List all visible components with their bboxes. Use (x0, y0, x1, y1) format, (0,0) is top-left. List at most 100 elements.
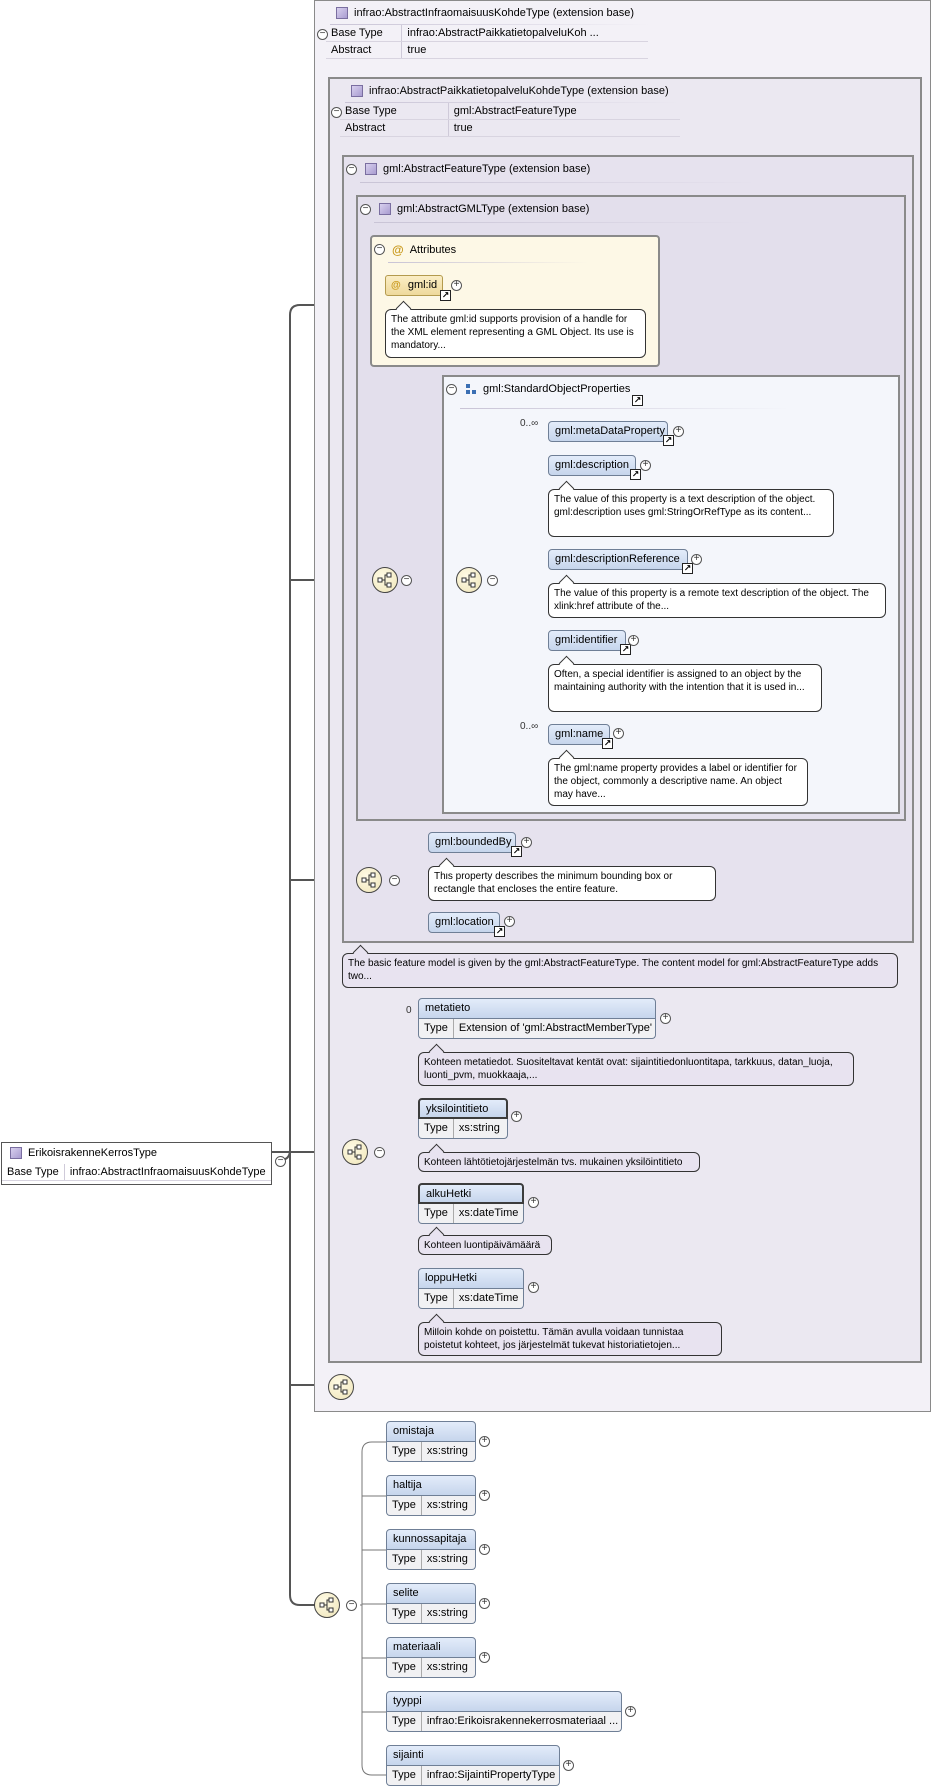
attribute-name: gml:id (407, 279, 438, 291)
expand-icon[interactable]: + (563, 1760, 574, 1771)
expand-icon[interactable]: + (613, 728, 624, 739)
extension-title: gml:AbstractFeatureType (extension base) (383, 163, 591, 175)
element-loppuhetki[interactable]: loppuHetki (418, 1268, 524, 1289)
expand-icon[interactable]: + (511, 1111, 522, 1122)
element-gml-identifier[interactable]: gml:identifier (548, 630, 626, 651)
expand-icon[interactable]: + (451, 280, 462, 291)
collapse-sequence-icon[interactable]: − (401, 575, 412, 586)
element-name: sijainti (393, 1749, 424, 1761)
type-row: Type infrao:Erikoisrakennekerrosmateriaal… (386, 1712, 622, 1732)
group-title: gml:StandardObjectProperties (483, 383, 631, 395)
expand-icon[interactable]: + (479, 1544, 490, 1555)
collapse-sequence-icon[interactable]: − (374, 1147, 385, 1158)
expand-icon[interactable]: + (479, 1490, 490, 1501)
collapse-sequence-icon[interactable]: − (346, 1600, 357, 1611)
type-value: infrao:Erikoisrakennekerrosmateriaal ... (426, 1715, 619, 1727)
element-sijainti[interactable]: sijainti (386, 1745, 560, 1766)
expand-icon[interactable]: + (521, 837, 532, 848)
element-gml-name[interactable]: gml:name (548, 724, 610, 745)
expand-icon[interactable]: + (628, 635, 639, 646)
link-arrow-icon[interactable]: ↗ (620, 644, 631, 655)
collapse-group-icon[interactable]: − (446, 384, 457, 395)
element-name: materiaali (393, 1641, 441, 1653)
element-name: kunnossapitaja (393, 1533, 467, 1545)
element-selite[interactable]: selite (386, 1583, 476, 1604)
element-gml-boundedby[interactable]: gml:boundedBy (428, 832, 516, 853)
element-metatieto[interactable]: metatieto (418, 998, 656, 1019)
expand-icon[interactable]: + (479, 1598, 490, 1609)
attribute-gml-id[interactable]: @ gml:id (385, 275, 443, 296)
complex-type-icon (10, 1147, 22, 1159)
collapse-sequence-icon[interactable]: − (487, 575, 498, 586)
element-description-note: The value of this property is a text des… (548, 489, 834, 537)
link-arrow-icon[interactable]: ↗ (632, 395, 643, 406)
sequence-compositor-icon[interactable] (314, 1592, 340, 1618)
type-label: Type (387, 1712, 422, 1731)
sequence-compositor-icon[interactable] (328, 1374, 354, 1400)
link-arrow-icon[interactable]: ↗ (630, 469, 641, 480)
attributes-title: Attributes (409, 244, 457, 256)
element-omistaja[interactable]: omistaja (386, 1421, 476, 1442)
collapse-attributes-icon[interactable]: − (374, 244, 385, 255)
element-name: alkuHetki (426, 1188, 472, 1200)
element-kunnossapitaja[interactable]: kunnossapitaja (386, 1529, 476, 1550)
element-gml-description[interactable]: gml:description (548, 455, 636, 476)
expand-icon[interactable]: + (660, 1013, 671, 1024)
expand-icon[interactable]: + (673, 426, 684, 437)
type-value: xs:dateTime (458, 1292, 519, 1304)
collapse-root-icon[interactable]: − (275, 1156, 286, 1167)
element-tyyppi[interactable]: tyyppi (386, 1691, 622, 1712)
element-yksilointitieto[interactable]: yksilointitieto (418, 1098, 508, 1119)
sequence-compositor-icon[interactable] (356, 867, 382, 893)
expand-icon[interactable]: + (479, 1652, 490, 1663)
expand-icon[interactable]: + (640, 460, 651, 471)
collapse-ext3-icon[interactable]: − (346, 164, 357, 175)
expand-icon[interactable]: + (479, 1436, 490, 1447)
element-materiaali[interactable]: materiaali (386, 1637, 476, 1658)
base-type-value: infrao:AbstractInfraomaisuusKohdeType (64, 1164, 271, 1181)
type-label: Type (419, 1119, 454, 1138)
link-arrow-icon[interactable]: ↗ (602, 738, 613, 749)
collapse-ext4-icon[interactable]: − (360, 204, 371, 215)
expand-icon[interactable]: + (528, 1197, 539, 1208)
element-name: gml:metaDataProperty (555, 425, 666, 437)
type-value: xs:string (426, 1553, 468, 1565)
element-identifier-note: Often, a special identifier is assigned … (548, 664, 822, 712)
element-name-note: The gml:name property provides a label o… (548, 758, 808, 806)
link-arrow-icon[interactable]: ↗ (511, 846, 522, 857)
sequence-compositor-icon[interactable] (342, 1139, 368, 1165)
link-arrow-icon[interactable]: ↗ (440, 290, 451, 301)
base-type-value: gml:AbstractFeatureType (448, 103, 680, 120)
link-arrow-icon[interactable]: ↗ (663, 435, 674, 446)
expand-icon[interactable]: + (528, 1282, 539, 1293)
base-type-label: Base Type (340, 103, 449, 120)
element-gml-location[interactable]: gml:location (428, 912, 500, 933)
collapse-sequence-icon[interactable]: − (389, 875, 400, 886)
link-arrow-icon[interactable]: ↗ (682, 563, 693, 574)
element-name: haltija (393, 1479, 422, 1491)
element-descriptionreference-note: The value of this property is a remote t… (548, 583, 886, 618)
link-arrow-icon[interactable]: ↗ (494, 926, 505, 937)
root-type-name: ErikoisrakenneKerrosType (28, 1147, 158, 1159)
element-haltija[interactable]: haltija (386, 1475, 476, 1496)
type-value: xs:string (426, 1499, 468, 1511)
root-type-box[interactable]: ErikoisrakenneKerrosType Base Type infra… (1, 1142, 272, 1185)
expand-icon[interactable]: + (625, 1706, 636, 1717)
base-type-value: infrao:AbstractPaikkatietopalveluKoh ... (401, 25, 648, 42)
type-value: xs:string (426, 1661, 468, 1673)
group-icon (466, 384, 476, 394)
element-gml-metadataproperty[interactable]: gml:metaDataProperty (548, 421, 668, 442)
occurrence-label: 0..∞ (520, 418, 539, 429)
expand-icon[interactable]: + (691, 554, 702, 565)
complex-type-icon (351, 85, 363, 97)
sequence-compositor-icon[interactable] (456, 567, 482, 593)
complex-type-icon (365, 163, 377, 175)
element-alkuhetki[interactable]: alkuHetki (418, 1183, 524, 1204)
element-gml-descriptionreference[interactable]: gml:descriptionReference (548, 549, 688, 570)
sequence-compositor-icon[interactable] (372, 567, 398, 593)
expand-icon[interactable]: + (504, 916, 515, 927)
abstract-value: true (401, 41, 648, 59)
